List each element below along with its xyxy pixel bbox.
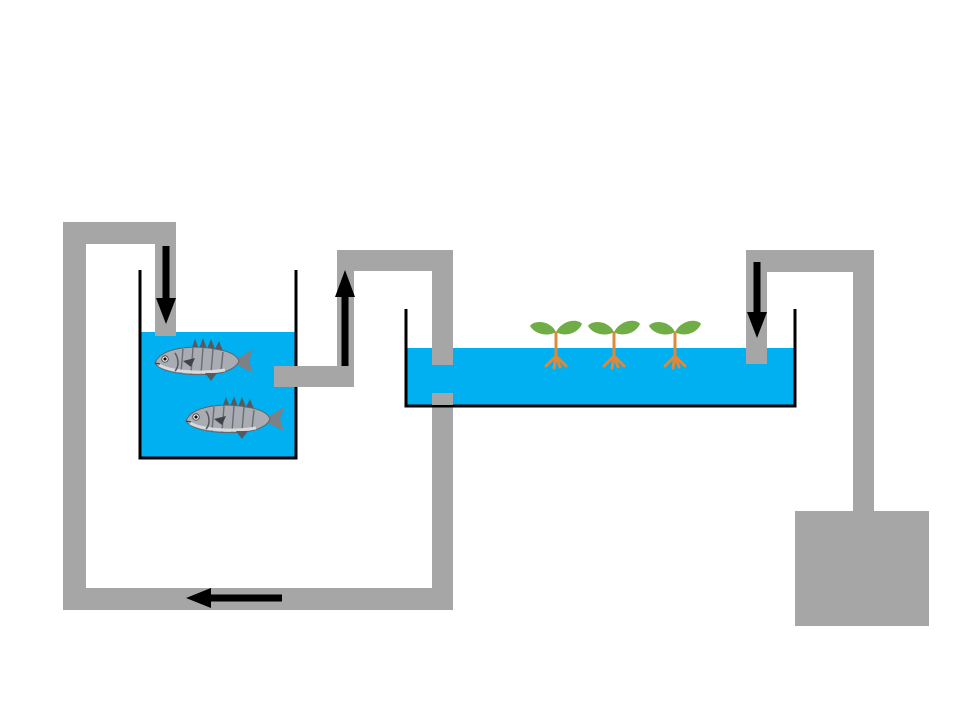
arrow-icon: [156, 246, 767, 608]
plant-bed: [404, 250, 797, 408]
supply-pipe: [746, 250, 874, 515]
pump-box: [795, 511, 929, 626]
